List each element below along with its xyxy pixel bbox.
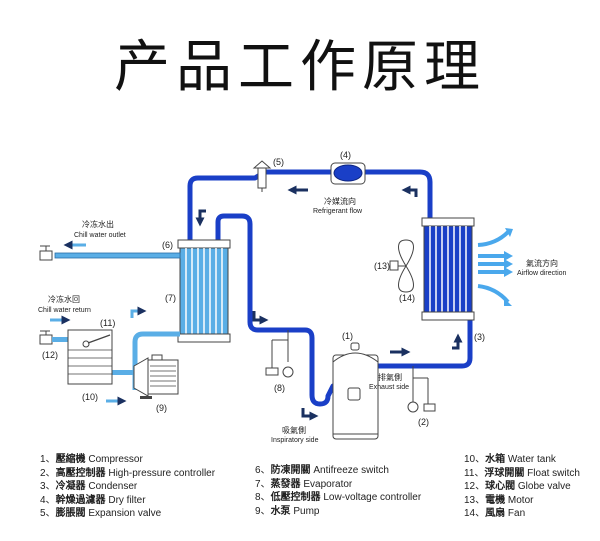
- high-pressure-controller: [407, 366, 436, 413]
- legend-item: 7、蒸發器 Evaporator: [255, 478, 353, 490]
- legend-column-3: 10、水箱 Water tank 11、浮球開關 Float switch 12…: [464, 453, 580, 521]
- airflow-arrow-1: [477, 230, 510, 247]
- compressor: [332, 342, 379, 440]
- pump-up-arrow: [130, 306, 147, 318]
- label-12: (12): [42, 350, 58, 360]
- chill-outlet-en: Chill water outlet: [74, 232, 126, 239]
- label-6: (6): [162, 240, 173, 250]
- low-voltage-controller: [265, 330, 294, 378]
- label-1: (1): [342, 331, 353, 341]
- legend-item: 6、防凍開關 Antifreeze switch: [255, 465, 389, 476]
- chill-outlet-zh: 冷冻水出: [82, 219, 114, 229]
- legend-item: 12、球心閥 Globe valve: [464, 481, 571, 492]
- airflow-zh: 氣流方向: [526, 258, 558, 268]
- flow-arrow-up-right: [401, 185, 418, 197]
- airflow-arrow-5: [477, 284, 510, 304]
- legend-item: 14、風扇 Fan: [464, 508, 526, 519]
- legend-item: 4、幹燥過濾器 Dry filter: [40, 494, 146, 506]
- water-pipes: [54, 252, 181, 390]
- label-5: (5): [273, 157, 284, 167]
- dry-filter: [330, 162, 366, 185]
- evaporator: [177, 239, 231, 343]
- legend-item: 5、膨脹閥 Expansion valve: [40, 508, 162, 519]
- globe-valve: [39, 330, 62, 345]
- label-14: (14): [399, 293, 415, 303]
- flow-arrow-suction: [301, 408, 319, 421]
- label-4: (4): [340, 150, 351, 160]
- flow-arrow-down-right: [252, 311, 269, 325]
- fan: [398, 239, 414, 293]
- expansion-valve: [252, 160, 272, 192]
- legend-column-2: 6、防凍開關 Antifreeze switch 7、蒸發器 Evaporato…: [255, 464, 421, 518]
- float-switch: [82, 334, 111, 348]
- legend-item: 10、水箱 Water tank: [464, 454, 556, 465]
- label-11: (11): [100, 318, 115, 328]
- label-7: (7): [165, 293, 176, 303]
- label-8: (8): [274, 383, 285, 393]
- airflow-arrows: [477, 230, 510, 304]
- pipe-top: [187, 169, 433, 243]
- page-title: 产品工作原理: [114, 35, 486, 100]
- legend-item: 13、電機 Motor: [464, 494, 534, 506]
- flow-arrow-down-left: [195, 209, 206, 227]
- exhaust-zh: 排氣側: [378, 372, 402, 382]
- outlet-valve: [39, 245, 53, 261]
- chill-return-en: Chill water return: [38, 307, 91, 314]
- legend-item: 9、水泵 Pump: [255, 505, 320, 517]
- exhaust-en: Exhaust side: [369, 384, 409, 391]
- label-10: (10): [82, 392, 98, 402]
- legend-column-1: 1、壓縮機 Compressor 2、高壓控制器 High-pressure c…: [40, 453, 215, 521]
- refrigerant-flow-en: Refrigerant flow: [313, 208, 363, 215]
- pipe-suction: [215, 213, 336, 407]
- water-tank: [67, 329, 113, 385]
- legend-item: 3、冷凝器 Condenser: [40, 481, 138, 492]
- legend-item: 1、壓縮機 Compressor: [40, 454, 143, 465]
- inspiratory-en: Inspiratory side: [271, 437, 319, 444]
- airflow-en: Airflow direction: [517, 270, 567, 277]
- label-2: (2): [418, 417, 429, 427]
- refrigerant-flow-zh: 冷媒流向: [324, 196, 356, 206]
- inspiratory-zh: 吸氣側: [282, 425, 306, 435]
- legend-item: 8、低壓控制器 Low-voltage controller: [255, 492, 422, 503]
- label-3: (3): [474, 332, 485, 342]
- pump: [133, 354, 179, 399]
- label-9: (9): [156, 403, 167, 413]
- legend-item: 11、浮球開關 Float switch: [464, 467, 580, 479]
- flow-arrow-up: [452, 333, 463, 350]
- condenser: [421, 217, 475, 321]
- motor: [389, 260, 406, 271]
- pipe-discharge: [375, 317, 473, 369]
- label-13: (13): [374, 261, 390, 271]
- chill-return-zh: 冷冻水回: [48, 294, 80, 304]
- legend-item: 2、高壓控制器 High-pressure controller: [40, 467, 216, 479]
